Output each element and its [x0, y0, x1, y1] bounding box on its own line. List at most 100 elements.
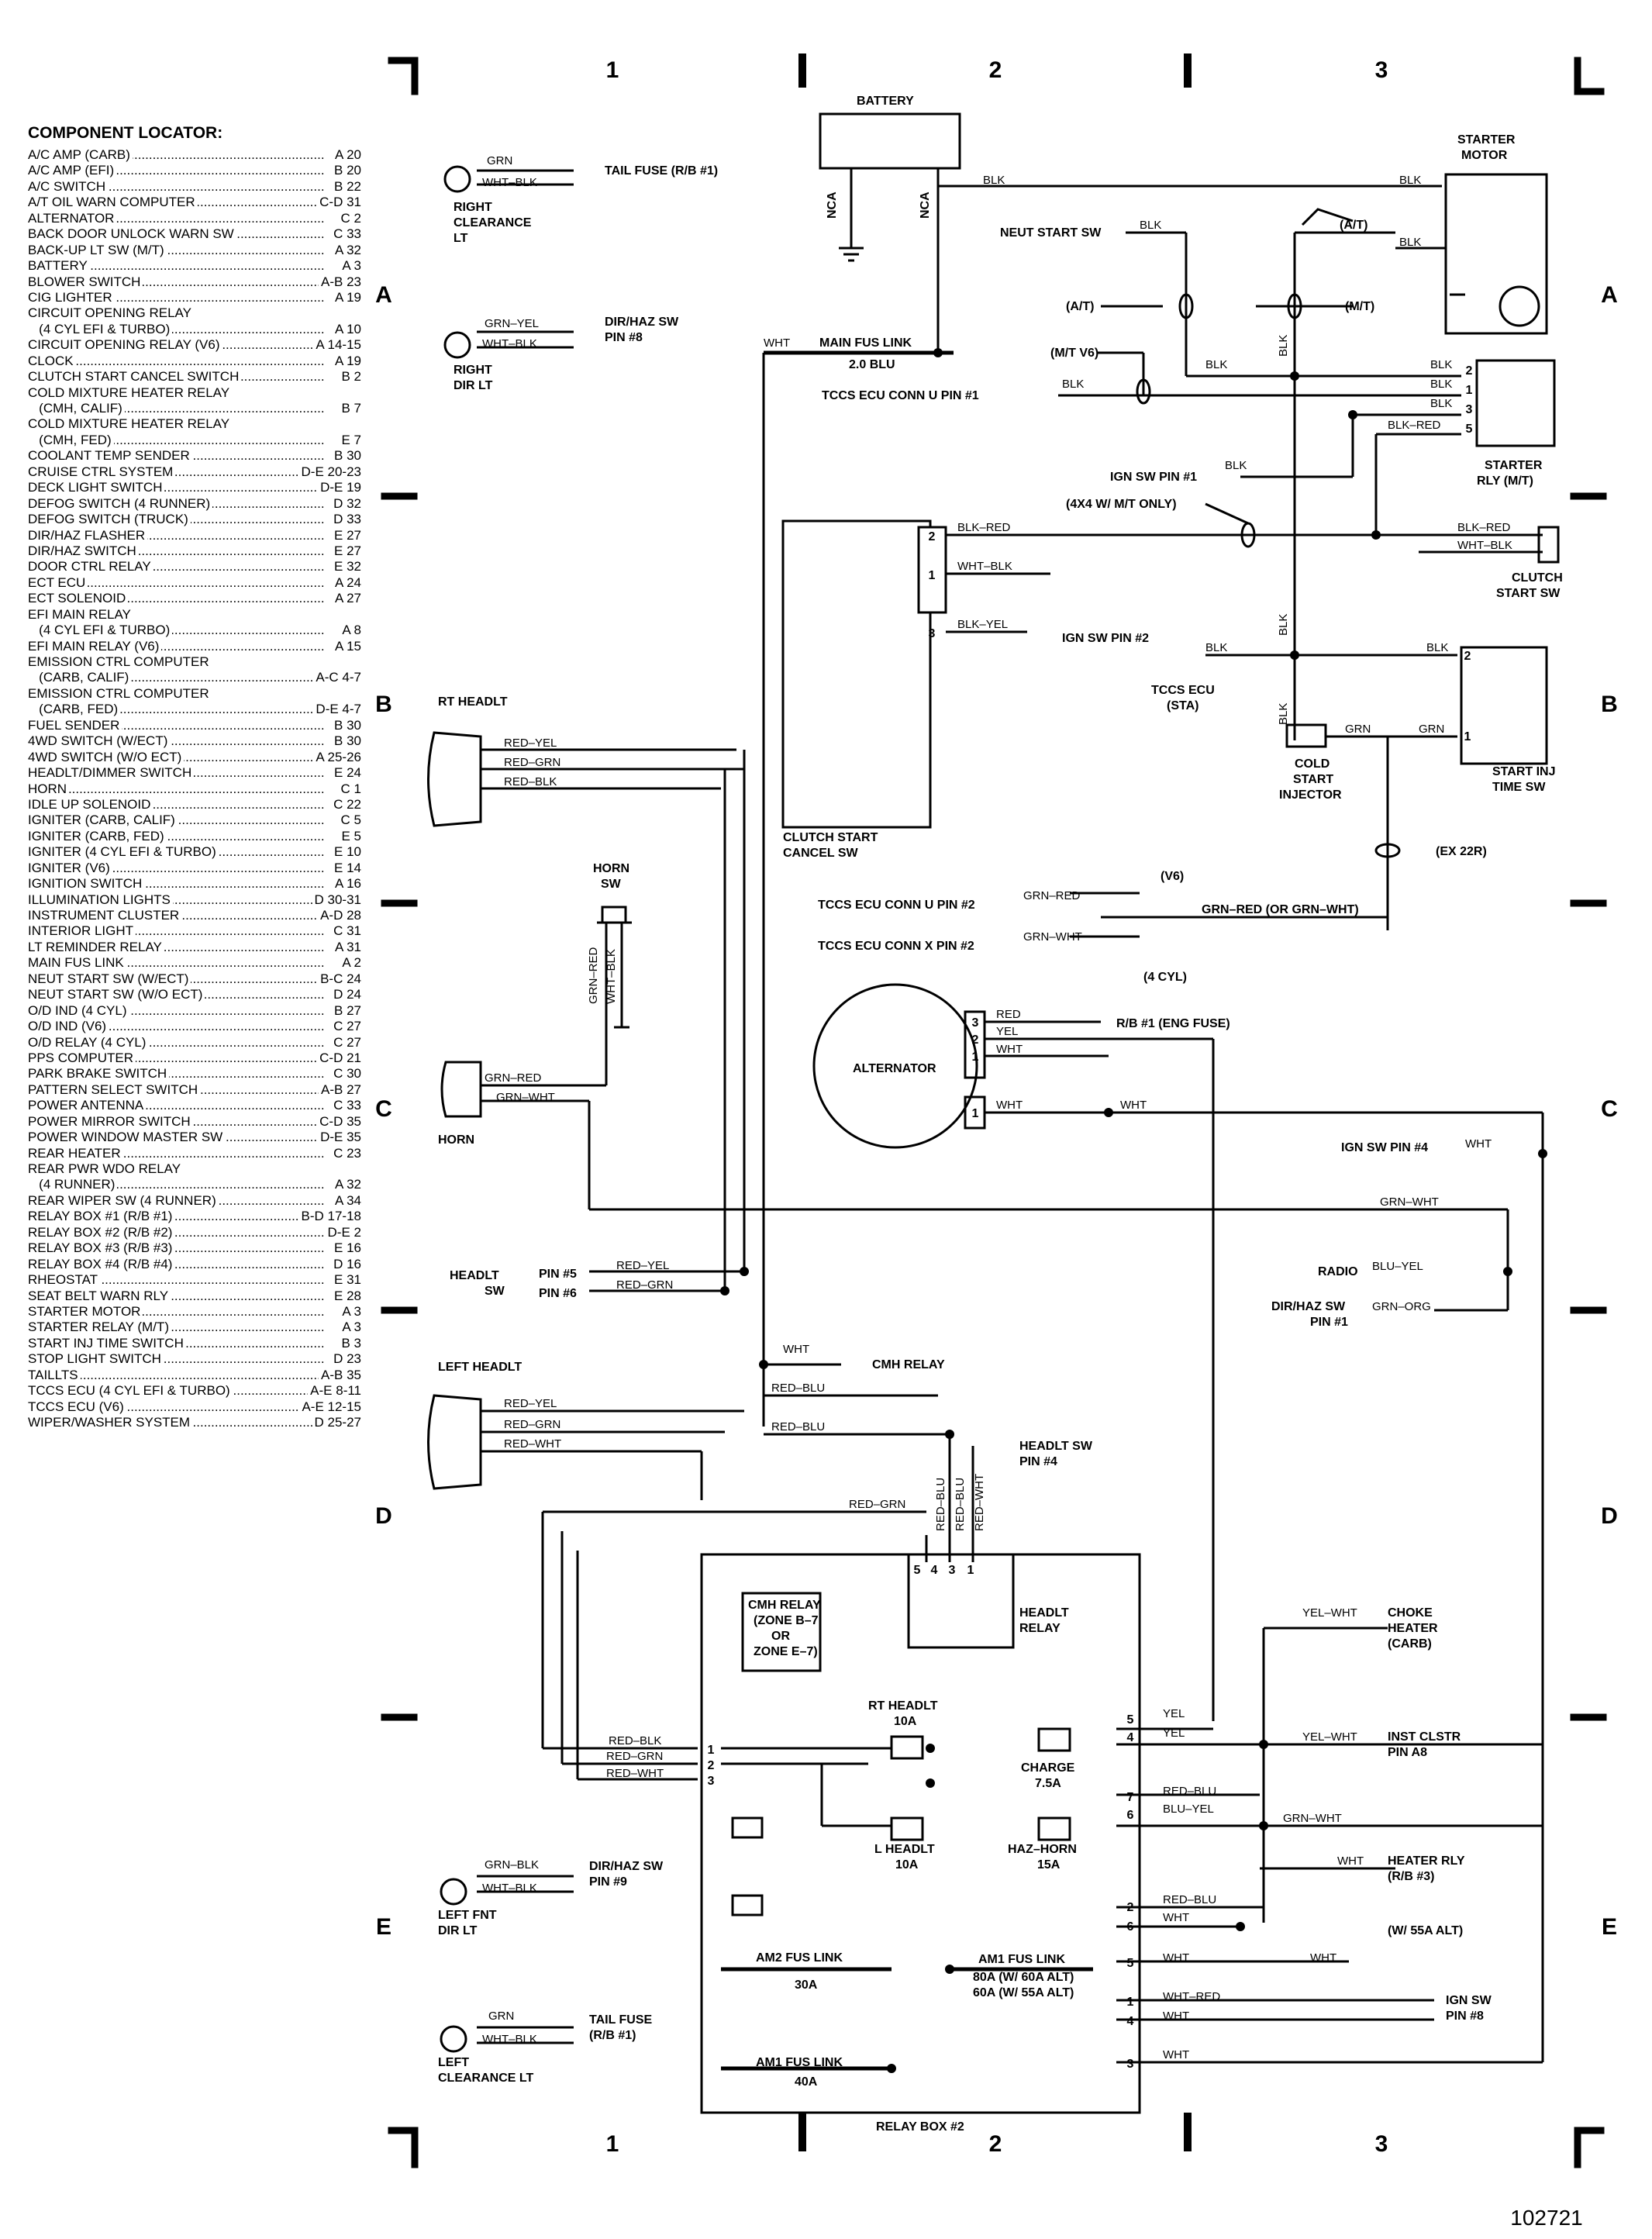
locator-component-name: DECK LIGHT SWITCH [28, 480, 165, 496]
locator-component-name: STARTER RELAY (M/T) [28, 1320, 171, 1336]
inst-clstr-label-2: PIN A8 [1388, 1746, 1427, 1759]
wire-label: GRN–ORG [1372, 1300, 1431, 1313]
wire-label: RED–BLU [1163, 1893, 1216, 1906]
locator-item: COLD MIXTURE HEATER RELAY [28, 416, 361, 433]
locator-component-name: (4 CYL EFI & TURBO) [28, 321, 173, 338]
wire-label: WHT [1163, 2010, 1189, 2023]
clutch-start-cancel-sw-label-2: CANCEL SW [783, 847, 858, 860]
locator-component-name: COOLANT TEMP SENDER [28, 448, 192, 464]
locator-zone: B 2 [339, 369, 361, 385]
locator-component-name: SEAT BELT WARN RLY [28, 1288, 171, 1304]
locator-component-name: RELAY BOX #1 (R/B #1) [28, 1209, 175, 1225]
locator-zone: C-D 35 [317, 1113, 361, 1130]
locator-zone: E 5 [339, 828, 361, 845]
locator-item: ........................................… [28, 812, 361, 829]
locator-component-name: O/D IND (4 CYL) [28, 1002, 129, 1019]
locator-item: ........................................… [28, 971, 361, 988]
locator-component-name: CLUTCH START CANCEL SWITCH [28, 369, 242, 385]
wire-label: BLK [1430, 378, 1452, 391]
wire-label: YEL [996, 1025, 1018, 1038]
locator-zone: A 19 [332, 353, 361, 370]
locator-zone: D 16 [331, 1256, 361, 1273]
locator-item: ........................................… [28, 828, 361, 845]
locator-component-name: DOOR CTRL RELAY [28, 559, 153, 575]
grn-red-or-label: GRN–RED (OR GRN–WHT) [1202, 903, 1359, 916]
ign-sw-pin8-label: IGN SW [1446, 1994, 1492, 2007]
wire-label: BLK–RED [957, 521, 1011, 534]
locator-zone: A 8 [340, 623, 361, 639]
locator-zone: D-E 20-23 [298, 464, 361, 481]
heater-rly-label: HEATER RLY [1388, 1854, 1465, 1868]
locator-item: ........................................… [28, 749, 361, 766]
locator-item: ........................................… [28, 512, 361, 528]
rt-headlt-fuse-label-2: 10A [894, 1715, 917, 1728]
ign-sw-pin4-label: IGN SW PIN #4 [1341, 1141, 1428, 1154]
locator-zone: A-B 35 [319, 1367, 361, 1384]
wire-label: WHT–BLK [482, 337, 537, 350]
wire-label: RED–BLK [504, 775, 557, 788]
locator-component-name: ECT SOLENOID [28, 591, 129, 607]
locator-item: ........................................… [28, 923, 361, 940]
wire-label: WHT [1465, 1137, 1492, 1151]
svg-text:1: 1 [1464, 730, 1471, 743]
wire-label: RED–GRN [616, 1278, 673, 1292]
locator-component-name: (4 CYL EFI & TURBO) [28, 623, 173, 639]
figure-number: 102721 [1510, 2206, 1582, 2230]
locator-component-name: EMISSION CTRL COMPUTER [28, 685, 212, 702]
locator-zone: E 32 [332, 559, 361, 575]
locator-item: ........................................… [28, 860, 361, 877]
locator-item: CIRCUIT OPENING RELAY [28, 305, 361, 322]
locator-component-name: POWER ANTENNA [28, 1098, 147, 1114]
locator-item: ........................................… [28, 242, 361, 259]
locator-zone: C 31 [331, 923, 361, 940]
locator-zone: D 33 [331, 512, 361, 528]
v6-label: (V6) [1161, 870, 1184, 883]
locator-component-name: (CMH, CALIF) [28, 401, 125, 417]
locator-item: ........................................… [28, 955, 361, 971]
right-dir-lt-label: RIGHT [454, 364, 492, 377]
locator-component-name: COLD MIXTURE HEATER RELAY [28, 385, 233, 401]
locator-component-name: IDLE UP SOLENOID [28, 796, 153, 813]
locator-component-name: STOP LIGHT SWITCH [28, 1351, 164, 1368]
locator-component-name: COLD MIXTURE HEATER RELAY [28, 416, 233, 433]
locator-item: ........................................… [28, 717, 361, 734]
locator-component-name: POWER MIRROR SWITCH [28, 1113, 193, 1130]
right-clearance-label-2: CLEARANCE [454, 216, 532, 229]
locator-zone: C 2 [338, 210, 361, 227]
wire-label: WHT–BLK [605, 949, 618, 1004]
choke-heater-label-2: HEATER [1388, 1622, 1438, 1635]
locator-component-name: INSTRUMENT CLUSTER [28, 908, 182, 924]
locator-item: ........................................… [28, 623, 361, 639]
locator-zone: D 25-27 [312, 1415, 361, 1431]
left-clearance-lt-label-2: CLEARANCE LT [438, 2072, 533, 2085]
locator-zone: A 31 [332, 939, 361, 956]
am1-fus-link-b-label: AM1 FUS LINK [756, 2056, 843, 2069]
cmh-relay-box-label-4: ZONE E–7) [754, 1645, 818, 1658]
wire-label: WHT [1120, 1099, 1147, 1112]
wire-label: WHT [764, 336, 790, 350]
dir-haz-sw-pin8-label: DIR/HAZ SW [605, 316, 679, 329]
locator-component-name: BATTERY [28, 258, 90, 274]
locator-item: REAR PWR WDO RELAY [28, 1161, 361, 1178]
l-headlt-fuse-label: L HEADLT [874, 1843, 935, 1856]
locator-zone: E 27 [332, 543, 361, 560]
locator-item: ........................................… [28, 1113, 361, 1130]
locator-item: ........................................… [28, 908, 361, 924]
locator-component-name: PATTERN SELECT SWITCH [28, 1082, 201, 1099]
headlt-relay-label-2: RELAY [1019, 1622, 1061, 1635]
headlt-sw-label-2: SW [485, 1285, 505, 1298]
row-label-b: B [375, 692, 392, 717]
starter-rly-label-2: RLY (M/T) [1477, 474, 1533, 488]
row-label-a: A [375, 282, 392, 308]
headlt-sw-label: HEADLT [450, 1269, 499, 1282]
wire-label: RED–WHT [973, 1474, 986, 1531]
corner-mark-tl [388, 57, 419, 95]
nca-label-2: NCA [919, 191, 932, 219]
locator-zone: D 32 [331, 495, 361, 512]
wire-label: BLK [1277, 614, 1290, 636]
headlt-sw-pin4-label: HEADLT SW [1019, 1440, 1093, 1453]
ign-sw-pin8-label-2: PIN #8 [1446, 2010, 1484, 2023]
locator-component-name: IGNITION SWITCH [28, 876, 145, 892]
wire-label: YEL [1163, 1727, 1185, 1740]
locator-item: ........................................… [28, 195, 361, 211]
